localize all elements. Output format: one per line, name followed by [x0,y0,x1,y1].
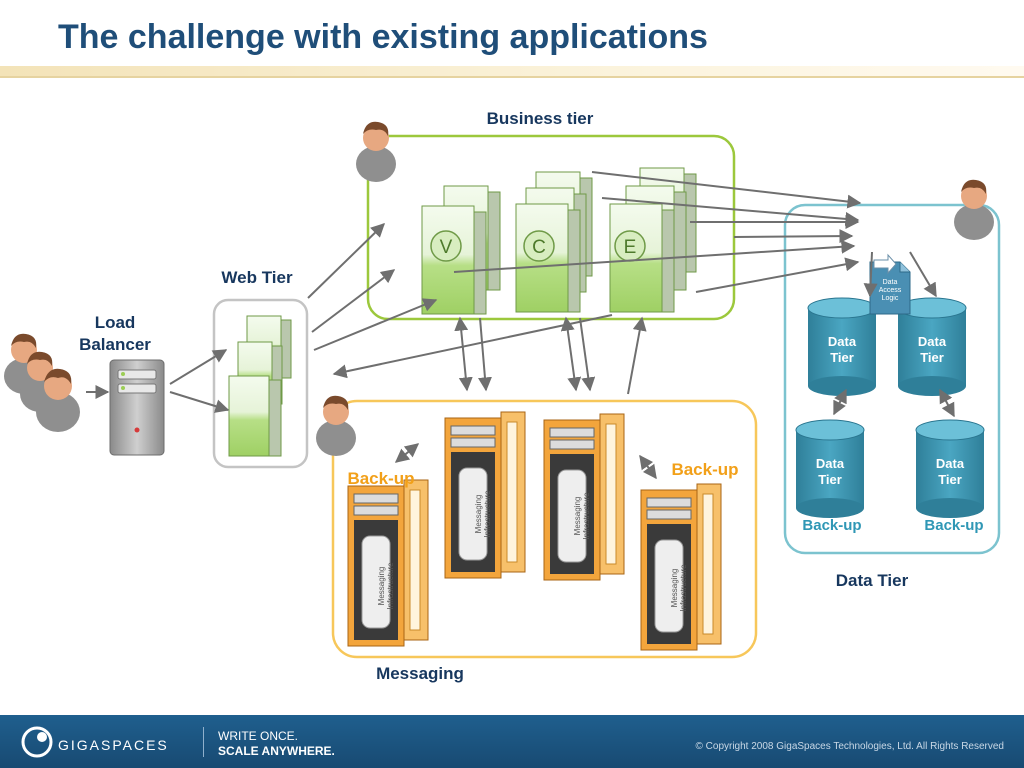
footer-divider [203,727,204,757]
svg-text:Logic: Logic [882,295,899,302]
backup-label-messaging-right: Back-up [671,460,739,479]
slogan-line2: SCALE ANYWHERE. [218,744,335,758]
users-group-icon [4,333,80,432]
messaging-rack-backup-left [347,479,429,647]
footer-bar: GIGASPACES WRITE ONCE. SCALE ANYWHERE. ©… [0,715,1024,768]
load-balancer-label-line2: Balancer [79,335,151,354]
messaging-box [331,399,758,659]
messaging-rack-primary-2 [543,413,625,581]
business-tier-box [366,134,736,321]
svg-text:Infrastructure: Infrastructure [582,492,591,540]
svg-text:Tier: Tier [830,350,854,365]
svg-text:Tier: Tier [938,472,962,487]
svg-text:Tier: Tier [818,472,842,487]
load-balancer-label-line1: Load [94,313,136,332]
business-server-c [515,171,593,313]
svg-text:Messaging: Messaging [670,569,679,608]
backup-label-messaging-left: Back-up [347,469,415,488]
data-tier-box [783,203,1001,555]
db-cylinder-backup-right: Data Tier [915,419,985,518]
business-tier-label: Business tier [486,109,594,128]
svg-text:Data: Data [936,456,965,471]
data-tier-label: Data Tier [835,571,909,590]
rack-label-2: Messaging Infrastructure [474,490,492,538]
user-icon-messaging [316,395,356,456]
svg-text:Data: Data [883,279,898,286]
db-cylinder-top-right: Data Tier [897,297,967,396]
web-tier-box [212,298,309,469]
svg-text:Access: Access [879,287,902,294]
svg-text:Data: Data [828,334,857,349]
user-icon-business [356,121,396,182]
svg-text:Data: Data [918,334,947,349]
user-icon-data [954,179,994,240]
architecture-diagram: V C E Messaging [4,121,1001,659]
server-c-letter: C [532,237,546,258]
data-access-logic-icon: Data Access Logic [869,253,911,315]
business-server-v [421,185,501,315]
svg-text:Infrastructure: Infrastructure [679,564,688,612]
svg-text:Tier: Tier [920,350,944,365]
title-band [0,66,1024,78]
slogan-line1: WRITE ONCE. [218,729,298,743]
rack-label-4: Messaging Infrastructure [670,564,688,612]
messaging-rack-primary-1 [444,411,526,579]
messaging-rack-backup-right [640,483,722,651]
copyright-text: © Copyright 2008 GigaSpaces Technologies… [695,741,1004,752]
rack-label-3: Messaging Infrastructure [573,492,591,540]
server-e-letter: E [624,237,637,258]
svg-text:Data: Data [816,456,845,471]
db-cylinder-top-left: Data Tier [807,297,877,396]
svg-text:Infrastructure: Infrastructure [386,562,395,610]
connection-arrows [86,171,955,480]
rack-label-1: Messaging Infrastructure [377,562,395,610]
title-divider [0,76,1024,78]
web-tier-label: Web Tier [221,268,293,287]
web-tier-servers [228,315,292,457]
server-v-letter: V [440,237,453,258]
db-cylinder-backup-left: Data Tier [795,419,865,518]
gigaspaces-logo-text: GIGASPACES [58,737,169,753]
backup-label-data-left: Back-up [802,517,862,534]
svg-text:Messaging: Messaging [377,567,386,606]
svg-text:Messaging: Messaging [474,495,483,534]
messaging-label: Messaging [376,664,464,683]
load-balancer-label: Load Balancer [60,312,170,356]
svg-text:Infrastructure: Infrastructure [483,490,492,538]
gigaspaces-logo-icon [21,726,53,758]
slide-title: The challenge with existing applications [58,18,708,56]
svg-text:Messaging: Messaging [573,497,582,536]
backup-label-data-right: Back-up [924,517,984,534]
load-balancer-server-icon [109,359,165,456]
